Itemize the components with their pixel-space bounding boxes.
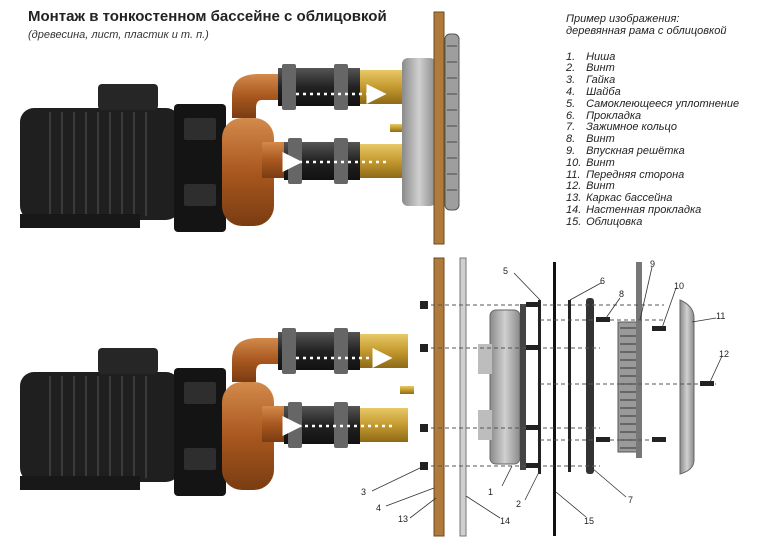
top-motor — [20, 84, 226, 232]
callout-8: 8 — [619, 289, 624, 299]
legend-item: 4. Шайба — [566, 85, 621, 98]
legend-item: 13. Каркас бассейна — [566, 192, 673, 205]
callout-9: 9 — [650, 259, 655, 269]
legend: Пример изображения: деревянная рама с об… — [566, 13, 740, 229]
legend-heading: Пример изображения: деревянная рама с об… — [566, 13, 739, 38]
legend-item: 10. Винт — [566, 156, 615, 169]
inlet-grille — [617, 262, 642, 458]
legend-item: 7. Зажимное кольцо — [566, 121, 677, 134]
niche-port-upper — [478, 344, 492, 374]
top-front-grille — [444, 33, 460, 211]
legend-list: 1. Ниша 2. Винт 3. Гайка 4. Шайба 5. Сам… — [566, 50, 740, 229]
bottom-upper-line — [278, 328, 408, 374]
bottom-pump-assembly: 1 2 3 4 5 6 7 8 9 10 11 12 13 14 15 — [20, 257, 729, 537]
callout-15: 15 — [584, 516, 594, 526]
bottom-pump-casing — [222, 338, 286, 490]
self-adhesive-seal — [538, 300, 541, 474]
wall-liner — [459, 257, 467, 537]
top-lower-line — [282, 124, 404, 184]
page-title: Монтаж в тонкостенном бассейне с облицов… — [28, 8, 387, 25]
callout-3: 3 — [361, 487, 366, 497]
callout-14: 14 — [500, 516, 510, 526]
niche-port-lower — [478, 410, 492, 440]
legend-item: 12. Винт — [566, 180, 615, 193]
callout-6: 6 — [600, 276, 605, 286]
top-upper-line — [278, 64, 402, 110]
top-wood-wall — [433, 11, 445, 245]
legend-item: 5. Самоклеющееся уплотнение — [566, 97, 740, 110]
legend-heading-line1: Пример изображения: — [566, 13, 680, 25]
legend-item: 1. Ниша — [566, 50, 616, 63]
legend-item: 11. Передняя сторона — [566, 168, 685, 181]
bottom-lower-line — [282, 386, 414, 448]
legend-item: 6. Прокладка — [566, 109, 642, 122]
legend-item: 15. Облицовка — [566, 215, 643, 228]
callout-4: 4 — [376, 503, 381, 513]
legend-item: 8. Винт — [566, 133, 615, 146]
callout-1: 1 — [488, 487, 493, 497]
callout-2: 2 — [516, 499, 521, 509]
bottom-wood-wall — [433, 257, 445, 537]
niche-body — [489, 309, 521, 465]
callout-10: 10 — [674, 281, 684, 291]
legend-item: 14. Настенная прокладка — [566, 203, 702, 216]
legend-heading-line2: деревянная рама с облицовкой — [566, 24, 727, 37]
cladding — [553, 262, 556, 536]
callout-leaders — [371, 266, 723, 519]
niche-rim — [520, 304, 526, 470]
callout-12: 12 — [719, 349, 729, 359]
bottom-motor — [20, 348, 226, 496]
callout-7: 7 — [628, 495, 633, 505]
top-grille-slats — [447, 45, 457, 191]
top-pump-casing — [222, 74, 286, 226]
front-cover — [679, 299, 695, 475]
top-pump-assembly — [20, 11, 460, 245]
callout-13: 13 — [398, 514, 408, 524]
legend-item: 2. Винт — [566, 62, 615, 75]
legend-item: 3. Гайка — [566, 74, 616, 87]
legend-item: 9. Впускная решётка — [566, 144, 685, 157]
gasket — [568, 300, 571, 472]
callout-5: 5 — [503, 266, 508, 276]
page-subtitle: (древесина, лист, пластик и т. п.) — [28, 29, 209, 41]
top-niche-flange — [402, 58, 436, 206]
clamping-ring — [586, 298, 594, 474]
callout-numbers: 1 2 3 4 5 6 7 8 9 10 11 12 13 14 15 — [361, 259, 729, 526]
callout-11: 11 — [716, 311, 725, 321]
screws — [420, 301, 714, 470]
